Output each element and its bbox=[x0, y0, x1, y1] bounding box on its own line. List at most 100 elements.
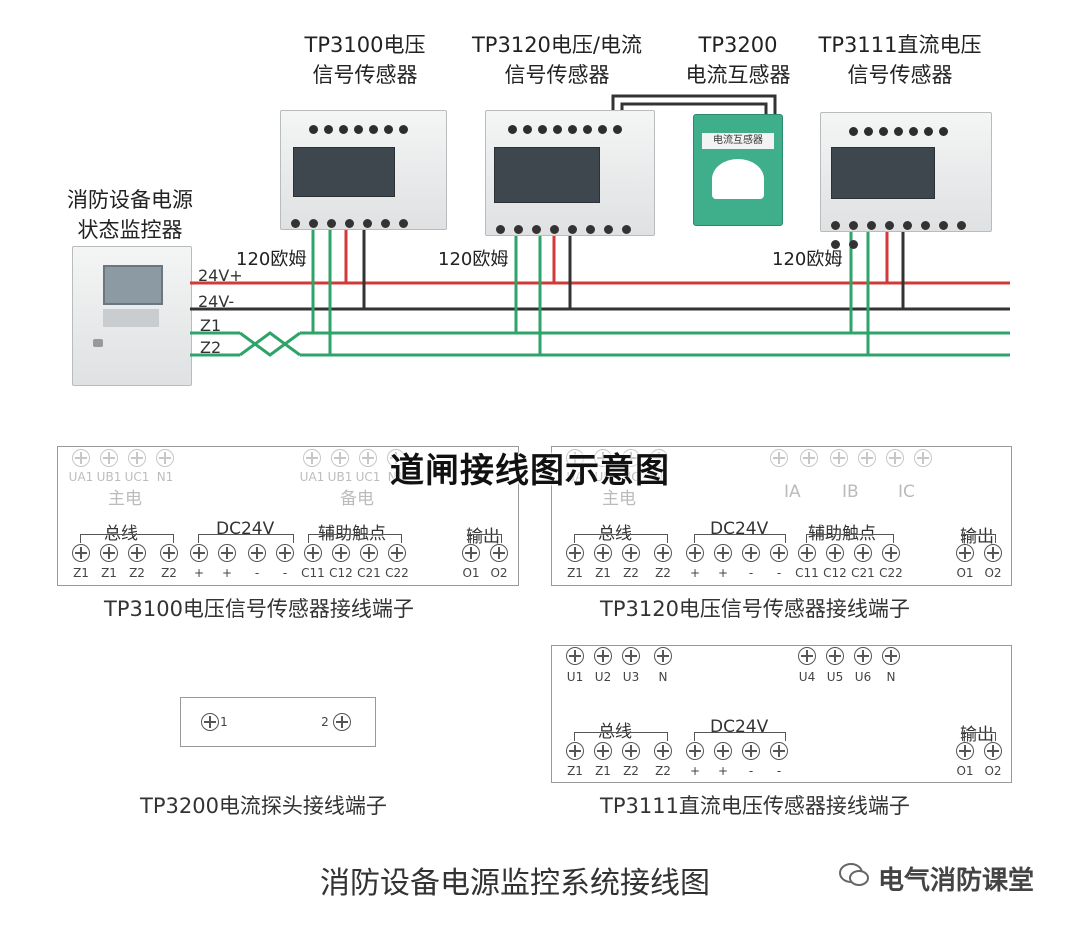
tp3120-bottom-label-7: - bbox=[776, 566, 782, 580]
tp3100-bottom-screw-6 bbox=[248, 544, 266, 562]
tp3100-label-line1: TP3100电压 bbox=[304, 33, 426, 57]
tp3111-bottom-label-2: Z2 bbox=[623, 764, 639, 778]
tp3200-terminal-2-label: 2 bbox=[321, 715, 329, 729]
tp3120-label: TP3120电压/电流 信号传感器 bbox=[452, 30, 662, 90]
tp3120-bottom-screw-3 bbox=[654, 544, 672, 562]
tp3111-bottom-label-3: Z2 bbox=[655, 764, 671, 778]
tp3120-bracket-bus bbox=[574, 534, 668, 543]
tp3120-terminal-block bbox=[551, 446, 1012, 586]
tp3111-label-line2: 信号传感器 bbox=[847, 63, 953, 87]
overlay-title: 道闸接线图示意图 bbox=[390, 451, 670, 491]
tp3111-top-label-0: U1 bbox=[566, 670, 584, 684]
tp3100-backup-group: 备电 bbox=[340, 489, 374, 509]
tp3120-device bbox=[485, 110, 655, 236]
tp3100-bottom-screw-13 bbox=[490, 544, 508, 562]
tp3120-bottom-screw-4 bbox=[686, 544, 704, 562]
tp3111-top-screw-2 bbox=[622, 647, 640, 665]
tp3120-main-label-1: UB bbox=[594, 470, 612, 484]
tp3120-label-line2: 信号传感器 bbox=[504, 63, 610, 87]
tp3120-main-screw-3 bbox=[650, 449, 668, 467]
tp3100-bottom-label-4: + bbox=[193, 566, 205, 580]
ct-window bbox=[712, 159, 764, 199]
tp3120-bottom-label-2: Z2 bbox=[623, 566, 639, 580]
tp3200-terminal-block: 1 2 bbox=[180, 697, 376, 747]
watermark: 电气消防课堂 bbox=[878, 866, 1035, 896]
tp3100-panel bbox=[293, 147, 395, 197]
tp3120-bottom-screw-8 bbox=[798, 544, 816, 562]
bus-label-24v-plus: 24V+ bbox=[198, 266, 243, 285]
tp3100-bottom-screw-0 bbox=[72, 544, 90, 562]
tp3120-bottom-label-0: Z1 bbox=[567, 566, 583, 580]
tp3100-backup-screw-1 bbox=[331, 449, 349, 467]
tp3100-bracket-aux bbox=[308, 534, 402, 543]
tp3120-main-label-2: UC bbox=[622, 470, 640, 484]
tp3120-bracket-out bbox=[962, 534, 996, 543]
resistor-label-2: 120欧姆 bbox=[438, 249, 509, 270]
tp3111-label: TP3111直流电压 信号传感器 bbox=[805, 30, 995, 90]
tp3111-top-screw-6 bbox=[854, 647, 872, 665]
tp3120-bottom-screw-5 bbox=[714, 544, 732, 562]
tp3120-ct-a: IA bbox=[784, 482, 801, 502]
monitor-screen bbox=[103, 265, 163, 305]
tp3100-label-line2: 信号传感器 bbox=[312, 63, 418, 87]
wechat-icon bbox=[838, 862, 870, 888]
monitor-label-line2: 状态监控器 bbox=[77, 218, 183, 242]
tp3120-main-group: 主电 bbox=[602, 489, 636, 509]
tp3100-main-screw-1 bbox=[100, 449, 118, 467]
tp3120-bottom-label-5: + bbox=[717, 566, 729, 580]
tp3120-bottom-label-13: O2 bbox=[984, 566, 1002, 580]
tp3100-bottom-screw-5 bbox=[218, 544, 236, 562]
tp3100-bottom-label-2: Z2 bbox=[129, 566, 145, 580]
wiring-diagram bbox=[190, 94, 1010, 357]
tp3111-bottom-screw-9 bbox=[984, 742, 1002, 760]
tp3100-bottom-label-6: - bbox=[254, 566, 260, 580]
tp3100-bottom-label-0: Z1 bbox=[73, 566, 89, 580]
tp3120-ct-screw-3 bbox=[858, 449, 876, 467]
tp3111-bottom-label-5: + bbox=[717, 764, 729, 778]
tp3120-ct-screw-1 bbox=[800, 449, 818, 467]
tp3100-bottom-label-5: + bbox=[221, 566, 233, 580]
tp3111-panel bbox=[831, 147, 935, 199]
tp3200-label-line2: 电流互感器 bbox=[685, 63, 791, 87]
bus-label-24v-minus: 24V- bbox=[198, 292, 235, 311]
tp3111-bottom-screw-6 bbox=[742, 742, 760, 760]
tp3200-terminal-2 bbox=[333, 713, 351, 731]
monitor-label: 消防设备电源 状态监控器 bbox=[45, 185, 215, 245]
tp3100-bottom-screw-7 bbox=[276, 544, 294, 562]
tp3111-bottom-screw-7 bbox=[770, 742, 788, 760]
tp3100-terminal-block bbox=[57, 446, 519, 586]
monitor-label-line1: 消防设备电源 bbox=[67, 188, 193, 212]
tp3100-bottom-label-13: O2 bbox=[490, 566, 508, 580]
tp3100-main-label-3: N1 bbox=[156, 470, 174, 484]
tp3111-bracket-out bbox=[962, 732, 996, 741]
tp3100-label: TP3100电压 信号传感器 bbox=[280, 30, 450, 90]
tp3111-bottom-screw-4 bbox=[686, 742, 704, 760]
tp3200-label-line1: TP3200 bbox=[698, 33, 778, 57]
tp3111-bottom-screw-2 bbox=[622, 742, 640, 760]
tp3111-group-out: 输出 bbox=[960, 725, 994, 745]
tp3100-backup-label-0: UA1 bbox=[299, 470, 325, 484]
tp3111-top-label-3: N bbox=[658, 670, 668, 684]
monitor-keypad bbox=[103, 309, 159, 327]
tp3111-top-screw-5 bbox=[826, 647, 844, 665]
tp3120-bottom-screw-7 bbox=[770, 544, 788, 562]
bus-twist bbox=[239, 331, 301, 357]
ct-cable bbox=[611, 94, 777, 118]
tp3120-bottom-label-10: C21 bbox=[851, 566, 875, 580]
tp3111-bottom-label-6: - bbox=[748, 764, 754, 778]
tp3100-main-label-2: UC1 bbox=[124, 470, 150, 484]
tp3100-group-out: 输出 bbox=[466, 527, 500, 547]
tp3111-bottom-screw-1 bbox=[594, 742, 612, 760]
tp3100-backup-screw-3 bbox=[387, 449, 405, 467]
tp3111-top-screw-4 bbox=[798, 647, 816, 665]
tp3111-bottom-screw-0 bbox=[566, 742, 584, 760]
tp3111-top-label-4: U4 bbox=[798, 670, 816, 684]
tp3120-bottom-label-3: Z2 bbox=[655, 566, 671, 580]
monitor-button bbox=[93, 339, 103, 347]
tp3111-bottom-screw-8 bbox=[956, 742, 974, 760]
tp3100-main-screw-3 bbox=[156, 449, 174, 467]
tp3111-bottom-label-9: O2 bbox=[984, 764, 1002, 778]
tp3111-bracket-bus bbox=[574, 732, 668, 741]
tp3111-terminal-caption: TP3111直流电压传感器接线端子 bbox=[600, 794, 910, 818]
ct-label-plate: 电流互感器 bbox=[702, 133, 774, 149]
